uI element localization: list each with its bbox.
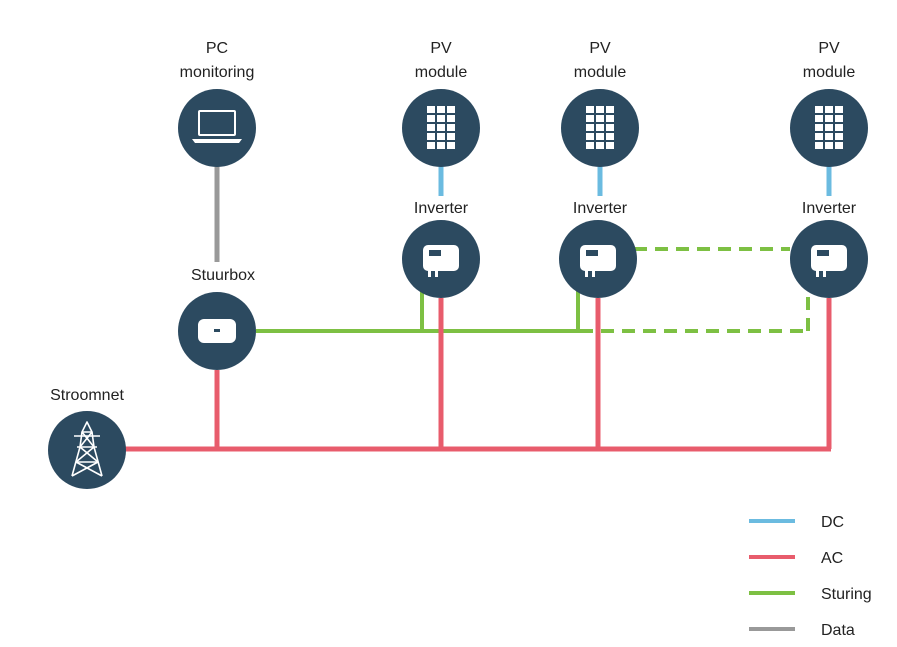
legend-item-ac: AC [749,550,843,567]
solar-cell [447,124,455,131]
solar-cell [596,142,604,149]
stroomnet-label: Stroomnet [50,387,124,404]
solar-cell [825,106,833,113]
pv-module-node [790,89,868,167]
inverter-label: Inverter [573,200,628,217]
solar-cell [427,142,435,149]
pc-label-line2: monitoring [180,64,255,81]
laptop-icon [192,110,242,143]
solar-cell [606,124,614,131]
solar-panel-icon [427,106,455,149]
pc-monitoring-node [178,89,256,167]
inverter-icon [423,245,459,277]
solar-cell [815,124,823,131]
solar-cell [437,115,445,122]
solar-cell [835,142,843,149]
solar-cell [586,115,594,122]
solar-cell [437,142,445,149]
pv-module-label-line1: PV [818,40,840,57]
inverter-node [559,220,637,298]
solar-cell [427,133,435,140]
stuurbox-node [178,292,256,370]
solar-cell [835,133,843,140]
solar-cell [447,142,455,149]
node-labels: PC monitoring PV module PV module PV mod… [50,40,857,404]
solar-panel-icon [815,106,843,149]
pv-module-label-line1: PV [589,40,611,57]
inverter-label: Inverter [802,200,857,217]
solar-cell [835,106,843,113]
inverter-label: Inverter [414,200,469,217]
pv-module-node [561,89,639,167]
solar-cell [606,106,614,113]
solar-cell [606,115,614,122]
solar-cell [596,115,604,122]
solar-cell [815,133,823,140]
pv-module-label-line2: module [803,64,856,81]
solar-cell [586,106,594,113]
solar-cell [447,133,455,140]
solar-cell [606,133,614,140]
legend-label-data: Data [821,622,855,639]
solar-cell [596,133,604,140]
solar-cell [835,115,843,122]
legend-label-dc: DC [821,514,844,531]
legend: DC AC Sturing Data [749,514,872,639]
solar-cell [596,124,604,131]
solar-cell [586,133,594,140]
solar-cell [427,124,435,131]
legend-item-dc: DC [749,514,844,531]
inverter-node [790,220,868,298]
solar-cell [427,115,435,122]
inverter-icon [811,245,847,277]
solar-cell [815,115,823,122]
pv-module-node [402,89,480,167]
solar-cell [596,106,604,113]
solar-cell [447,106,455,113]
solar-cell [825,115,833,122]
solar-cell [815,142,823,149]
solar-cell [825,142,833,149]
solar-cell [825,124,833,131]
stuurbox-label: Stuurbox [191,267,255,284]
solar-cell [825,133,833,140]
solar-cell [427,106,435,113]
legend-item-sturing: Sturing [749,586,872,603]
pv-module-label-line2: module [415,64,468,81]
solar-cell [606,142,614,149]
solar-panel-icon [586,106,614,149]
solar-cell [447,115,455,122]
control-box-icon [198,319,236,343]
solar-cell [437,106,445,113]
pc-label-line1: PC [206,40,228,57]
solar-cell [586,124,594,131]
legend-item-data: Data [749,622,855,639]
connections [124,166,832,452]
stroomnet-node [48,411,126,489]
solar-cell [586,142,594,149]
pv-module-label-line1: PV [430,40,452,57]
inverter-node [402,220,480,298]
solar-cell [437,124,445,131]
power-pylon-icon [71,421,103,477]
pv-module-label-line2: module [574,64,627,81]
inverter-icon [580,245,616,277]
solar-cell [815,106,823,113]
solar-cell [437,133,445,140]
legend-label-ac: AC [821,550,843,567]
legend-label-sturing: Sturing [821,586,872,603]
solar-cell [835,124,843,131]
